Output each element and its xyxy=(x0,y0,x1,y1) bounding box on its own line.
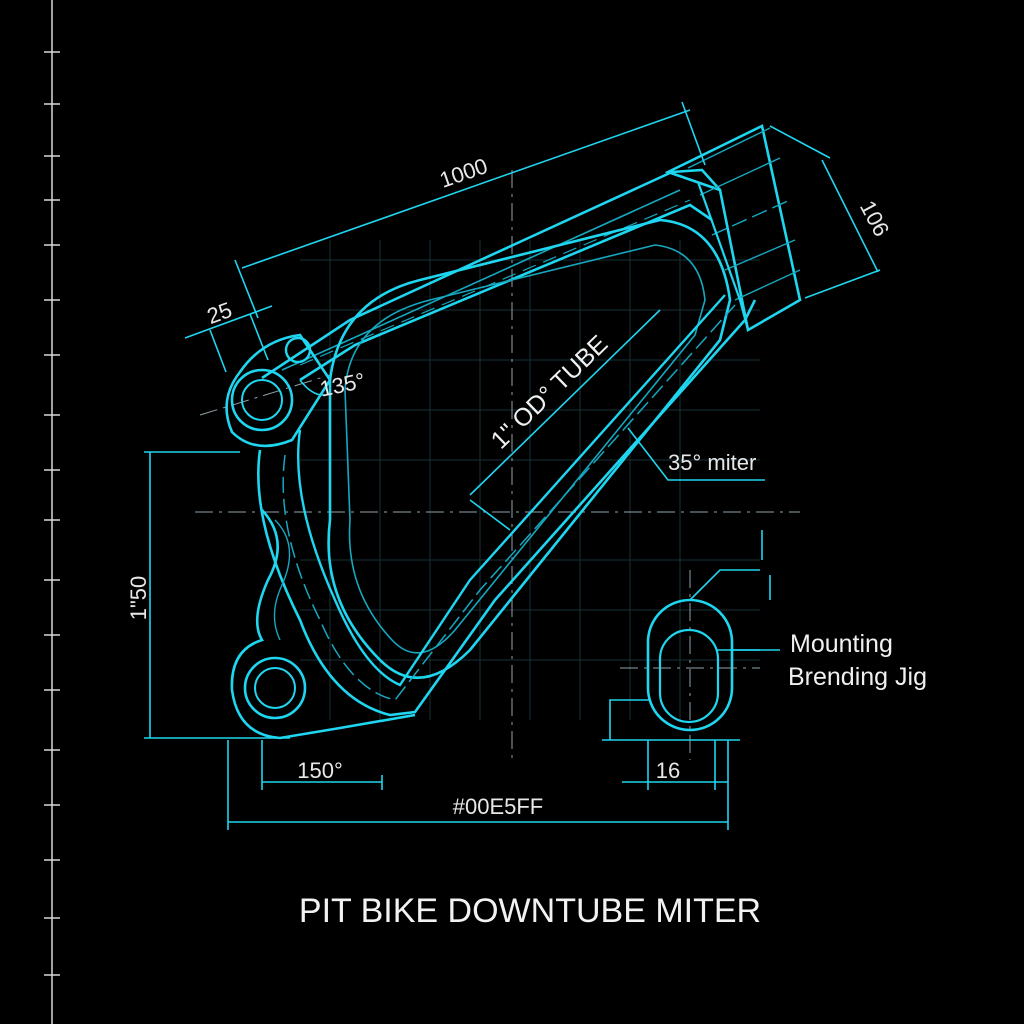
dim-base-angle: 150° xyxy=(297,758,343,783)
bending-jig xyxy=(602,530,771,760)
dim-head-width: 106 xyxy=(855,196,894,240)
dimension-lines xyxy=(144,101,881,830)
dim-pivot-offset: 25 xyxy=(204,297,236,329)
dim-top-length: 1000 xyxy=(436,153,490,193)
note-jig-line2: Brending Jig xyxy=(788,663,927,691)
dim-jig-width: 16 xyxy=(656,758,680,783)
center-lines xyxy=(195,170,800,760)
left-ruler xyxy=(44,0,60,1024)
dim-overall-width: #00E5FF xyxy=(453,794,544,819)
dim-height: 1"50 xyxy=(126,576,151,621)
note-miter-angle: 35° miter xyxy=(668,450,756,475)
note-tube-spec: 1" OD° TUBE xyxy=(486,330,614,455)
drawing-title: PIT BIKE DOWNTUBE MITER xyxy=(299,892,761,930)
frame-outline xyxy=(225,124,802,740)
note-jig-line1: Mounting xyxy=(790,630,893,658)
